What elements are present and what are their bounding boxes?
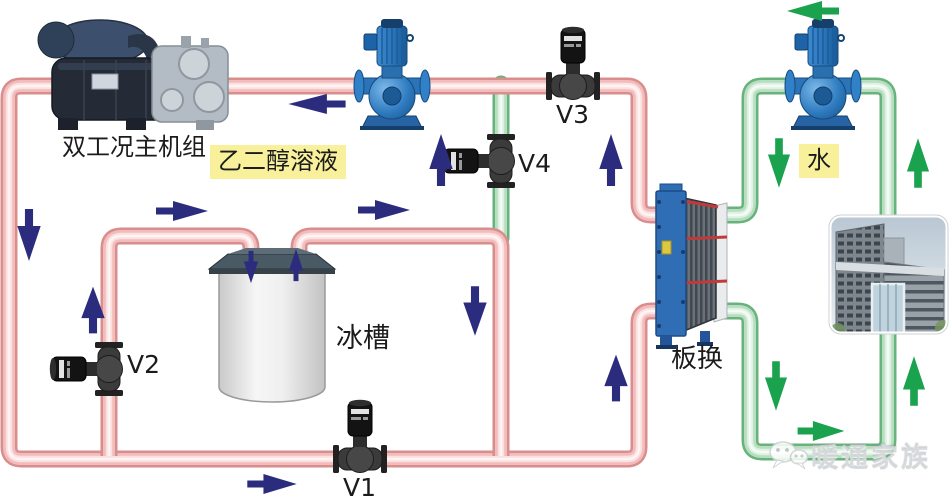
- valve-v1: [332, 399, 388, 474]
- glycol-pump: [353, 18, 431, 131]
- flow-arrow-down: [463, 286, 487, 336]
- flow-arrow-up: [599, 134, 623, 186]
- valve-v3: [545, 26, 601, 101]
- plate-heat-exchanger: [655, 183, 728, 349]
- flow-arrow-down: [767, 138, 791, 188]
- flow-arrow-left: [288, 93, 346, 115]
- chiller-illustration: [37, 19, 229, 130]
- watermark-text: 暖通家族: [811, 443, 931, 474]
- flow-arrow-up: [902, 356, 926, 406]
- valve-v2: [49, 341, 124, 397]
- plate-hx-label: 板换: [671, 344, 724, 374]
- flow-arrow-down: [764, 361, 788, 411]
- water-label: 水: [799, 144, 839, 178]
- chiller-label: 双工况主机组: [62, 133, 206, 161]
- watermark: 暖通家族: [768, 436, 931, 475]
- flow-arrow-right: [358, 199, 410, 221]
- valve-v4-label: V4: [518, 149, 552, 178]
- valve-v4: [441, 133, 516, 189]
- flow-arrow-down: [17, 209, 41, 261]
- flow-arrow-up: [429, 134, 453, 186]
- wechat-bubbles-icon: [769, 440, 809, 469]
- flow-arrow-up: [906, 138, 930, 188]
- flow-arrow-left: [787, 0, 839, 22]
- valve-v3-label: V3: [556, 100, 590, 129]
- building-photo: [828, 214, 949, 335]
- valve-v2-label: V2: [127, 350, 161, 379]
- ice-tank: [207, 248, 337, 403]
- flow-arrow-right: [156, 200, 208, 222]
- glycol-solution-label: 乙二醇溶液: [210, 145, 346, 179]
- water-pump: [784, 18, 862, 131]
- ice-tank-label: 冰槽: [336, 323, 390, 354]
- valve-v1-label: V1: [343, 473, 377, 500]
- flow-arrow-up: [604, 354, 628, 402]
- flow-arrow-right: [247, 473, 297, 495]
